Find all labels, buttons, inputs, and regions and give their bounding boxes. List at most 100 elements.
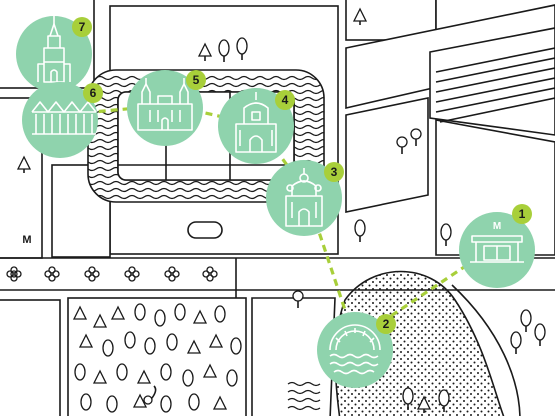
stripe (435, 57, 555, 83)
tree-icon (132, 393, 148, 408)
poi-5-circle[interactable] (127, 70, 203, 146)
water-wave (287, 381, 321, 387)
poi-4[interactable]: 4 (218, 88, 295, 164)
flower-icon (124, 266, 140, 282)
tree-icon (134, 303, 146, 321)
poi-1-number: 1 (519, 207, 526, 221)
metro-icon: M (22, 234, 31, 246)
tree-icon (192, 309, 208, 324)
tree-icon (230, 337, 242, 355)
poi-3-circle[interactable] (266, 160, 342, 236)
trees (16, 7, 546, 413)
animal-icon (143, 385, 157, 405)
poi-4-circle[interactable] (218, 88, 294, 164)
tree-icon (160, 395, 172, 413)
fountain-pond-icon (329, 324, 381, 375)
metro-sign: M (493, 221, 501, 232)
flower-icon (202, 266, 218, 282)
tree-icon (110, 305, 126, 320)
tree-icon (92, 313, 108, 328)
poi-1[interactable]: M 1 (459, 204, 535, 288)
tree-icon (80, 393, 92, 411)
poi-2-circle[interactable] (317, 312, 393, 388)
poi-5[interactable]: 5 (127, 70, 206, 146)
tree-icon (78, 333, 94, 348)
tree-icon (402, 387, 414, 410)
tree-icon (72, 305, 88, 320)
tree-icon (74, 363, 86, 381)
tree-icon (396, 136, 408, 154)
tree-icon (154, 309, 166, 327)
poi-3-number: 3 (331, 165, 338, 179)
tree-icon (188, 393, 200, 411)
palace-icon (137, 78, 193, 131)
cathedral-icon (285, 168, 323, 227)
poi-2-number: 2 (383, 317, 390, 331)
poi-2[interactable]: 2 (317, 312, 396, 388)
tree-icon (438, 389, 450, 412)
tree-icon (136, 369, 152, 384)
striped-lots (435, 47, 555, 123)
water-wave (287, 397, 321, 403)
tree-icon (174, 303, 186, 321)
flower-icon (44, 266, 60, 282)
tree-icon (202, 363, 218, 378)
poi-4-number: 4 (282, 93, 289, 107)
tree-icon (92, 369, 108, 384)
stripe (435, 87, 555, 113)
stripe (435, 47, 555, 73)
poi-5-number: 5 (193, 73, 200, 87)
tree-icon (416, 395, 432, 413)
stripe (439, 97, 555, 123)
gate-church-icon (235, 92, 277, 153)
poi-6[interactable]: 6 (22, 82, 103, 158)
tree-icon (166, 333, 178, 351)
poi-7-number: 7 (79, 20, 86, 34)
tree-icon (212, 395, 228, 410)
poi-1-badge (512, 204, 532, 224)
tree-icon (106, 395, 118, 413)
block-bottom-center (251, 297, 336, 416)
tree-icon (208, 333, 224, 348)
flower-row (6, 266, 218, 282)
tree-icon (214, 305, 226, 323)
poi-2-badge (376, 314, 396, 334)
tree-icon (102, 339, 114, 357)
poi-3[interactable]: 3 (266, 160, 344, 236)
tree-icon (218, 39, 230, 62)
poi-7[interactable]: 7 (16, 16, 92, 92)
poi-7-circle[interactable] (16, 16, 92, 92)
tree-icon (197, 42, 213, 61)
tree-icon (186, 339, 202, 354)
poi-3-badge (324, 162, 344, 182)
tree-icon (534, 323, 546, 346)
metro-station-pavilion-icon: M (470, 221, 524, 263)
park-trees (72, 303, 242, 413)
poi-5-badge (186, 70, 206, 90)
tree-icon (236, 37, 248, 60)
tree-icon (354, 219, 366, 242)
market-arcade-icon (31, 101, 97, 135)
block-right-mid (345, 97, 429, 213)
flower-icon (164, 266, 180, 282)
poi-6-badge (83, 83, 103, 103)
bell-tower-icon (37, 16, 71, 83)
water-wave (287, 389, 321, 395)
tree-icon (292, 290, 304, 308)
tree-icon (160, 363, 172, 381)
tree-icon (226, 369, 238, 387)
tree-icon (116, 363, 128, 381)
stripe (435, 67, 555, 93)
stripe (435, 77, 555, 103)
tree-icon (510, 331, 522, 354)
flower-icon (84, 266, 100, 282)
block-bottom-left (0, 299, 61, 416)
tree-icon (440, 223, 452, 246)
small-pill-shape (187, 221, 223, 239)
tree-icon (352, 7, 368, 25)
tree-icon (520, 309, 532, 332)
water-waves (287, 381, 321, 411)
tree-icon (124, 331, 136, 349)
poi-4-badge (275, 90, 295, 110)
